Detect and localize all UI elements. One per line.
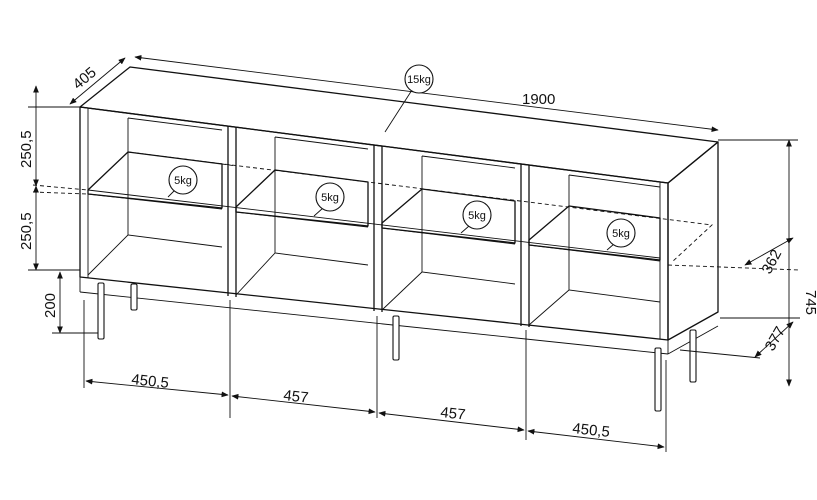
inner-depth-lower-label: 377 xyxy=(762,324,789,354)
load-top-label: 15kg xyxy=(407,74,431,86)
load-shelf-4-label: 5kg xyxy=(612,228,630,240)
leg-middle xyxy=(392,315,400,361)
load-badge-top xyxy=(404,64,434,94)
legs xyxy=(97,282,697,412)
load-indicators: 15kg 5kg 5kg 5kg 5kg xyxy=(167,64,636,251)
shelf-height-lower-label: 250,5 xyxy=(18,212,35,250)
load-badge-shelf-4 xyxy=(606,218,636,248)
compartment-1-label: 450,5 xyxy=(131,371,170,392)
leg-front-left xyxy=(97,282,105,340)
shelf-height-upper-label: 250,5 xyxy=(18,130,35,168)
width-label: 1900 xyxy=(522,91,555,108)
dimension-labels: 1900 405 745 250,5 250,5 200 362 377 450… xyxy=(18,64,817,441)
shelves xyxy=(87,151,661,262)
dimension-lines xyxy=(28,54,800,452)
compartment-2-label: 457 xyxy=(283,387,310,407)
cabinet-top xyxy=(79,66,719,184)
inner-depth-upper-label: 362 xyxy=(759,247,786,277)
leg-height-label: 200 xyxy=(42,293,59,318)
height-total-label: 745 xyxy=(802,290,817,315)
fixed-shelves xyxy=(87,234,570,326)
load-badge-shelf-1 xyxy=(168,165,198,195)
load-shelf-1-label: 5kg xyxy=(174,175,192,187)
load-badge-shelf-3 xyxy=(462,200,492,230)
dividers xyxy=(87,108,661,339)
leg-back-right xyxy=(689,329,697,383)
cabinet-right-side xyxy=(667,141,719,341)
load-shelf-2-label: 5kg xyxy=(321,192,339,204)
compartment-4-label: 450,5 xyxy=(572,420,611,441)
load-shelf-3-label: 5kg xyxy=(468,210,486,222)
compartment-3-label: 457 xyxy=(440,404,467,424)
shelf-projection xyxy=(32,151,801,271)
load-badge-shelf-2 xyxy=(315,182,345,212)
depth-label: 405 xyxy=(70,64,100,93)
back-panels xyxy=(127,117,661,303)
leg-front-right xyxy=(654,347,662,412)
leg-back-left xyxy=(130,283,138,311)
